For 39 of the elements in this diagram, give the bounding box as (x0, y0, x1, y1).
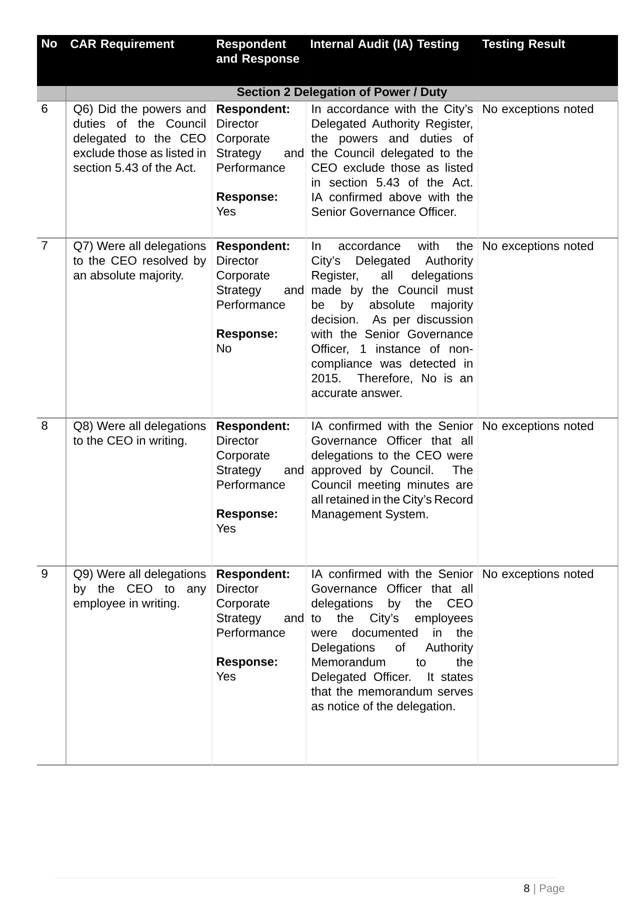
audit-testing-text: In accordance with the City’s Delegated Authority Register, all delegations made by the Council must be by absolute majority decision. As per discussion with the Senior Governance Officer, 1 instance of non-compliance was detected in 2015. Therefore, No is an accurate answer. (311, 241, 474, 398)
respondent-name: Director Corporate Strategy and Performance (216, 584, 304, 637)
column-header: Respondent and Response (212, 35, 306, 86)
testing-result: No exceptions noted (483, 421, 594, 432)
column-header: Testing Result (478, 35, 618, 86)
response-label: Response: (217, 329, 277, 340)
response-value: Yes (216, 672, 236, 681)
response-label: Response: (217, 509, 277, 520)
audit-testing-text: IA confirmed with the Senior Governance Officer that all delegations to the CEO were approved by Council. The Council meeting minutes are all retained in the City’s Record Management System. (312, 421, 473, 521)
response-value: Yes (216, 524, 236, 533)
column-header: Internal Audit (IA) Testing (306, 35, 478, 86)
audit-testing-text: IA confirmed with the Senior Governance Officer that all delegations by the CEO to the City’s employees were documented in the Delegations of Authority Memorandum to the Delegated Officer. It states that the memorandum serves as notice of the delegation. (311, 569, 474, 713)
testing-result: No exceptions noted (483, 104, 594, 116)
row-number: 6 (42, 104, 48, 113)
section-heading: Section 2 Delegation of Power / Duty (37, 86, 618, 101)
row-number: 7 (42, 241, 48, 250)
page-label: | Page (534, 884, 564, 894)
respondent-name: Director Corporate Strategy and Performance (216, 256, 304, 309)
question-text: Q7) Were all delegations to the CEO resolved by an absolute majority. (73, 241, 206, 282)
row-number: 8 (42, 421, 48, 430)
column-header: No (37, 35, 66, 86)
question-text: Q6) Did the powers and duties of the Council delegated to the CEO exclude those as listed in section 5.43 of the Act. (74, 104, 206, 172)
row-number: 9 (42, 569, 48, 578)
response-value: Yes (216, 207, 236, 216)
question-text: Q8) Were all delegations to the CEO in writing. (73, 421, 206, 448)
respondent-label: Respondent: (217, 569, 289, 580)
audit-testing-text: In accordance with the City’s Delegated Authority Register, the powers and duties of the Council delegated to the CEO exclude those as listed in section 5.43 of the Act. IA confirmed above with the Senior Governance Officer. (311, 104, 474, 216)
response-label: Response: (217, 192, 277, 204)
respondent-name: Director Corporate Strategy and Performance (216, 118, 304, 172)
respondent-label: Respondent: (217, 421, 289, 432)
testing-result: No exceptions noted (483, 569, 594, 580)
respondent-label: Respondent: (217, 104, 289, 116)
page-number: 8 (524, 884, 530, 892)
question-text: Q9) Were all delegations by the CEO to any employee in writing. (74, 569, 206, 610)
respondent-label: Respondent: (217, 241, 289, 252)
response-value: No (217, 344, 232, 353)
testing-result: No exceptions noted (483, 241, 594, 252)
respondent-name: Director Corporate Strategy and Performance (216, 436, 304, 489)
response-label: Response: (217, 657, 277, 668)
